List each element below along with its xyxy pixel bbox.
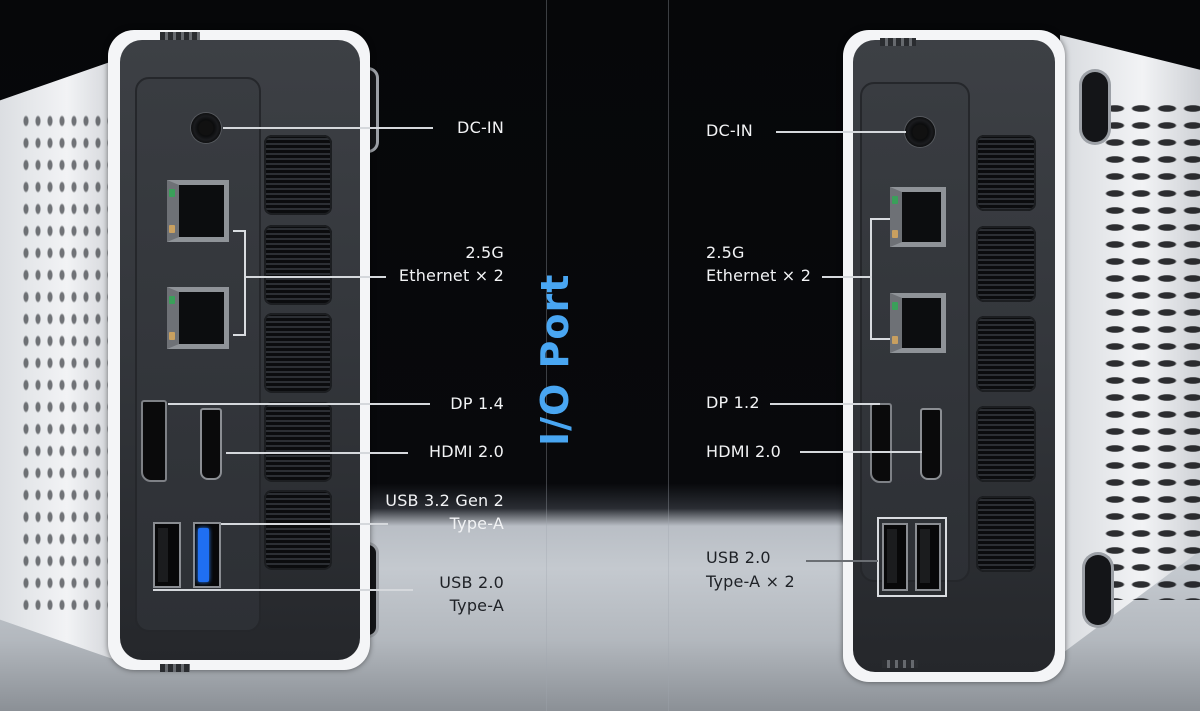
divider-line-left [546,0,547,711]
left-dp-label: DP 1.4 [450,394,504,413]
left-device-grip-top [160,32,200,40]
right-usb2-callout-line [806,560,878,562]
left-vent-4 [264,402,332,482]
left-dc-in-callout-line [223,127,433,129]
right-dp-callout-line [770,403,880,405]
right-ethernet-label-line1: 2.5G [706,243,745,262]
right-vent-3 [976,316,1036,392]
left-vent-5 [264,490,332,570]
left-ethernet-bracket [233,230,246,336]
left-device-grip-bottom [160,664,190,672]
left-usb2-label-line1: USB 2.0 [439,573,504,592]
left-ethernet-callout-line [246,276,386,278]
left-usb3-label-line2: Type-A [449,514,504,533]
left-usb2-label-line2: Type-A [449,596,504,615]
left-ethernet-label-line2: Ethernet × 2 [398,266,504,285]
left-vent-1 [264,135,332,215]
right-usb2-label-line1: USB 2.0 [706,548,771,567]
io-port-title: I/O Port [533,273,577,446]
left-ethernet-port-2 [167,287,229,349]
right-ethernet-port-1 [890,187,946,247]
right-ethernet-label-line2: Ethernet × 2 [706,266,812,285]
left-hdmi-label: HDMI 2.0 [428,442,504,461]
right-hdmi-port [920,408,942,480]
right-hdmi-label: HDMI 2.0 [706,442,782,461]
left-ethernet-port-1 [167,180,229,242]
right-hdmi-callout-line [800,451,922,453]
right-dc-in-port [905,117,935,147]
left-usb3-label-line1: USB 3.2 Gen 2 [385,491,504,510]
right-vent-5 [976,496,1036,572]
left-vent-2 [264,225,332,305]
left-dp-callout-line [168,403,430,405]
divider-line-right [668,0,669,711]
right-usb2-label-line2: Type-A × 2 [706,572,795,591]
right-ethernet-callout-line [822,276,872,278]
right-dc-in-label: DC-IN [706,121,753,140]
right-device-foot-bottom [1085,555,1111,625]
right-dc-in-callout-line [776,131,906,133]
right-ethernet-bracket [870,218,890,340]
left-vent-3 [264,313,332,393]
right-device-foot-top [1082,72,1108,142]
right-device-grip-top [880,38,916,46]
left-hdmi-callout-line [226,452,408,454]
right-usb2-port-1 [882,523,908,591]
left-device-perforation [20,110,110,610]
right-device-perforation [1102,100,1200,600]
right-device-grip-bottom [882,660,918,668]
left-usb2-callout-line [153,589,413,591]
right-vent-1 [976,135,1036,211]
right-ethernet-port-2 [890,293,946,353]
right-dp-label: DP 1.2 [706,393,760,412]
left-usb2-port [153,522,181,588]
left-usb3-callout-line [221,523,388,525]
left-dc-in-label: DC-IN [457,118,504,137]
right-usb2-port-2 [915,523,941,591]
left-usb3-port [193,522,221,588]
left-hdmi-port [200,408,222,480]
right-vent-2 [976,226,1036,302]
left-ethernet-label-line1: 2.5G [465,243,504,262]
right-usb-bracket [877,517,947,597]
left-dc-in-port [191,113,221,143]
right-displayport [870,403,892,483]
left-displayport [141,400,167,482]
right-vent-4 [976,406,1036,482]
